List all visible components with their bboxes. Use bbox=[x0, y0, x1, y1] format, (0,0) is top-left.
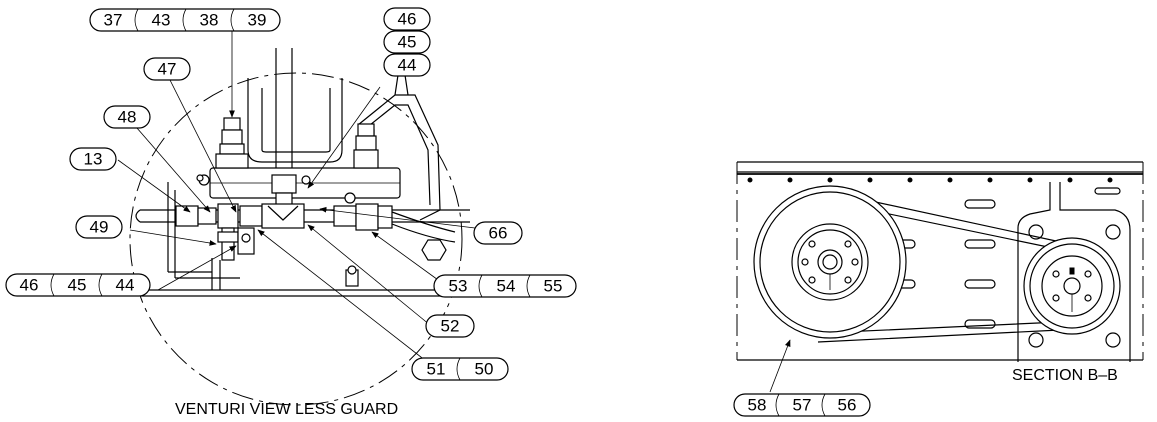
detail-circle bbox=[129, 72, 463, 406]
callout-44-top: 44 bbox=[398, 56, 417, 75]
callouts-left: 37 43 38 39 46 45 44 47 48 13 49 46 45 4… bbox=[5, 7, 577, 381]
venturi-view bbox=[129, 48, 470, 406]
callout-53: 53 bbox=[449, 277, 468, 296]
callout-52: 52 bbox=[441, 317, 460, 336]
callout-57: 57 bbox=[793, 396, 812, 415]
callout-51: 51 bbox=[427, 360, 446, 379]
callout-37: 37 bbox=[104, 11, 123, 30]
callout-38: 38 bbox=[200, 11, 219, 30]
callout-44-bottom: 44 bbox=[116, 276, 135, 295]
callout-45-top: 45 bbox=[398, 33, 417, 52]
callout-66: 66 bbox=[489, 224, 508, 243]
callout-39: 39 bbox=[248, 11, 267, 30]
venturi-body bbox=[261, 203, 305, 229]
section-caption: SECTION B–B bbox=[1012, 367, 1118, 384]
callout-47: 47 bbox=[158, 60, 177, 79]
callout-46-bottom: 46 bbox=[20, 276, 39, 295]
callouts-right: 58 57 56 bbox=[733, 393, 871, 417]
rivet-row bbox=[747, 177, 1113, 183]
callout-48: 48 bbox=[118, 108, 137, 127]
callout-54: 54 bbox=[497, 277, 516, 296]
callout-55: 55 bbox=[544, 277, 563, 296]
fitting-48 bbox=[175, 205, 199, 227]
leader-58 bbox=[769, 339, 791, 393]
callout-50: 50 bbox=[475, 360, 494, 379]
callout-56: 56 bbox=[838, 396, 857, 415]
callout-45-bottom: 45 bbox=[68, 276, 87, 295]
callout-46-top: 46 bbox=[398, 10, 417, 29]
callout-58: 58 bbox=[748, 396, 767, 415]
callout-49: 49 bbox=[90, 218, 109, 237]
callout-13: 13 bbox=[84, 150, 103, 169]
section-bb-view bbox=[736, 161, 1144, 393]
small-pulley bbox=[1023, 237, 1121, 335]
callout-43: 43 bbox=[152, 11, 171, 30]
large-pulley bbox=[753, 185, 907, 339]
venturi-caption: VENTURI VIEW LESS GUARD bbox=[175, 401, 398, 418]
leader-lines-left bbox=[117, 31, 476, 369]
